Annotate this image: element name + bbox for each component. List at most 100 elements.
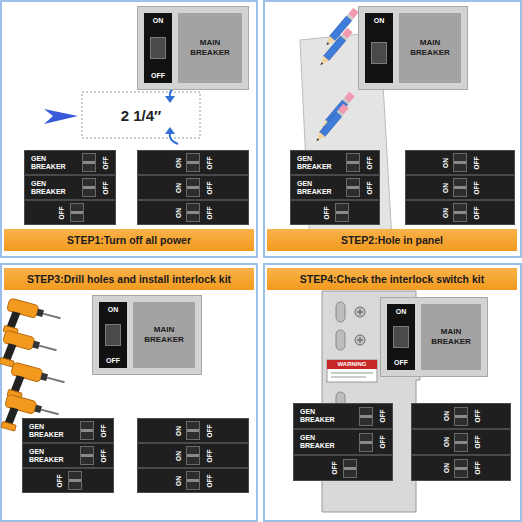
step-text: STEP1:Turn off all power [67,234,191,246]
switch-label: OFF [378,436,385,449]
switch-label-holder: OFF [98,420,107,441]
switch-label: OFF [205,156,212,169]
switch-label: ON [174,451,181,461]
switch-label: OFF [101,156,108,169]
switch-label-holder: OFF [472,406,481,427]
switch-label: OFF [101,181,108,194]
switch-label-holder: ON [173,202,182,223]
breaker: ONOFF [411,455,511,481]
pointer-arrow [44,109,78,124]
breaker-switch [82,153,96,172]
switch-label-holder: ON [440,152,449,173]
switch-label: OFF [205,449,212,462]
warning-sticker [327,360,377,382]
main-label-panel: MAIN BREAKER [178,13,242,83]
breaker-switch [454,459,468,478]
switch-label-holder: OFF [204,470,213,491]
switch-label-holder: ON [440,177,449,198]
breaker: ON OFF [137,150,249,175]
switch-label: OFF [473,410,480,423]
switch-label-holder: OFF [364,177,373,198]
switch-label-holder: OFF [98,445,107,466]
breaker: ON OFF [137,443,249,468]
breaker-switch [335,203,349,222]
switch-label: ON [174,208,181,218]
step-band: STEP3:Drill holes and install interlock … [4,268,254,290]
step-text: STEP2:Hole in panel [341,234,443,246]
panel-frame [1,264,257,521]
breaker-switch [80,421,94,440]
switch-label: OFF [205,474,212,487]
breaker-switch [80,446,94,465]
breaker-switch [346,178,360,197]
breaker: GEN BREAKEROFF [22,443,114,468]
switch-label-holder: OFF [204,177,213,198]
switch-label: OFF [56,474,63,487]
switch-label-holder: ON [173,152,182,173]
breaker-switch [454,407,468,426]
breaker-switch [453,203,467,222]
switch-label-holder: ON [441,432,450,453]
switch-handle [105,324,121,346]
breaker: ON OFF [411,403,511,429]
switch-label-holder: OFF [100,152,109,173]
switch-label: OFF [365,156,372,169]
switch-label: OFF [331,462,338,475]
dimension-box [82,92,200,138]
panel-frame [264,1,521,257]
switch-label: ON [441,208,448,218]
switch-label-holder: OFF [204,152,213,173]
switch-label: ON [108,305,119,314]
breaker-name: GEN BREAKER [300,434,340,450]
switch-label: ON [441,158,448,168]
main-breaker: ONOFFMAIN BREAKER [380,297,488,377]
panel-frame [264,264,521,521]
main-breaker: ONMAIN BREAKER [358,6,468,90]
breaker-switch [186,153,200,172]
switch-label: OFF [106,356,120,365]
sticker-lines [331,373,373,377]
step-text: STEP3:Drill holes and install interlock … [27,273,231,285]
switch-label: ON [441,183,448,193]
switch-label-holder: OFF [377,432,386,453]
breaker: ONOFF [137,175,249,200]
switch-label-holder: ON [440,202,449,223]
switch-label: OFF [99,424,106,437]
switch-label: OFF [473,436,480,449]
main-label-panel: MAIN BREAKER [421,304,481,370]
breaker-name: GEN BREAKER [29,423,69,439]
switch-label-holder: OFF [471,177,480,198]
switch-label-holder: OFF [471,152,480,173]
main-switch: ONOFF [144,13,172,83]
step-text: STEP4:Check the interlock switch kit [300,273,484,285]
breaker-name: GEN BREAKER [297,155,337,171]
switch-label: ON [174,158,181,168]
breaker-name: MAIN BREAKER [401,38,459,58]
switch-label-holder: OFF [471,202,480,223]
breaker: ON OFF [405,150,515,175]
breaker-name: GEN BREAKER [297,180,337,196]
switch-label: OFF [378,410,385,423]
warning-label: WARNING [338,360,367,369]
switch-label-holder: ON [441,406,450,427]
breaker: GEN BREAKEROFF [24,150,116,175]
switch-label-holder: OFF [100,177,109,198]
switch-label-holder: OFF [55,470,64,491]
breaker: GEN BREAKER OFF [290,175,380,200]
switch-label-holder: OFF [204,420,213,441]
main-label-panel: MAIN BREAKER [133,302,195,368]
breaker: ON OFF [411,429,511,455]
switch-label: ON [442,437,449,447]
breaker-switch [70,203,84,222]
dimension-label-box: 2 1/4″ [82,92,200,138]
breaker: OFF [22,468,114,493]
switch-label-holder: OFF [472,432,481,453]
switch-label-holder: OFF [472,458,481,479]
switch-label: OFF [473,462,480,475]
breaker: ON OFF [405,175,515,200]
breaker: OFF [293,455,393,481]
switch-label: ON [442,411,449,421]
dimension-arrow [170,133,178,144]
main-label-panel: MAIN BREAKER [399,13,461,83]
plate-slot [336,330,345,350]
